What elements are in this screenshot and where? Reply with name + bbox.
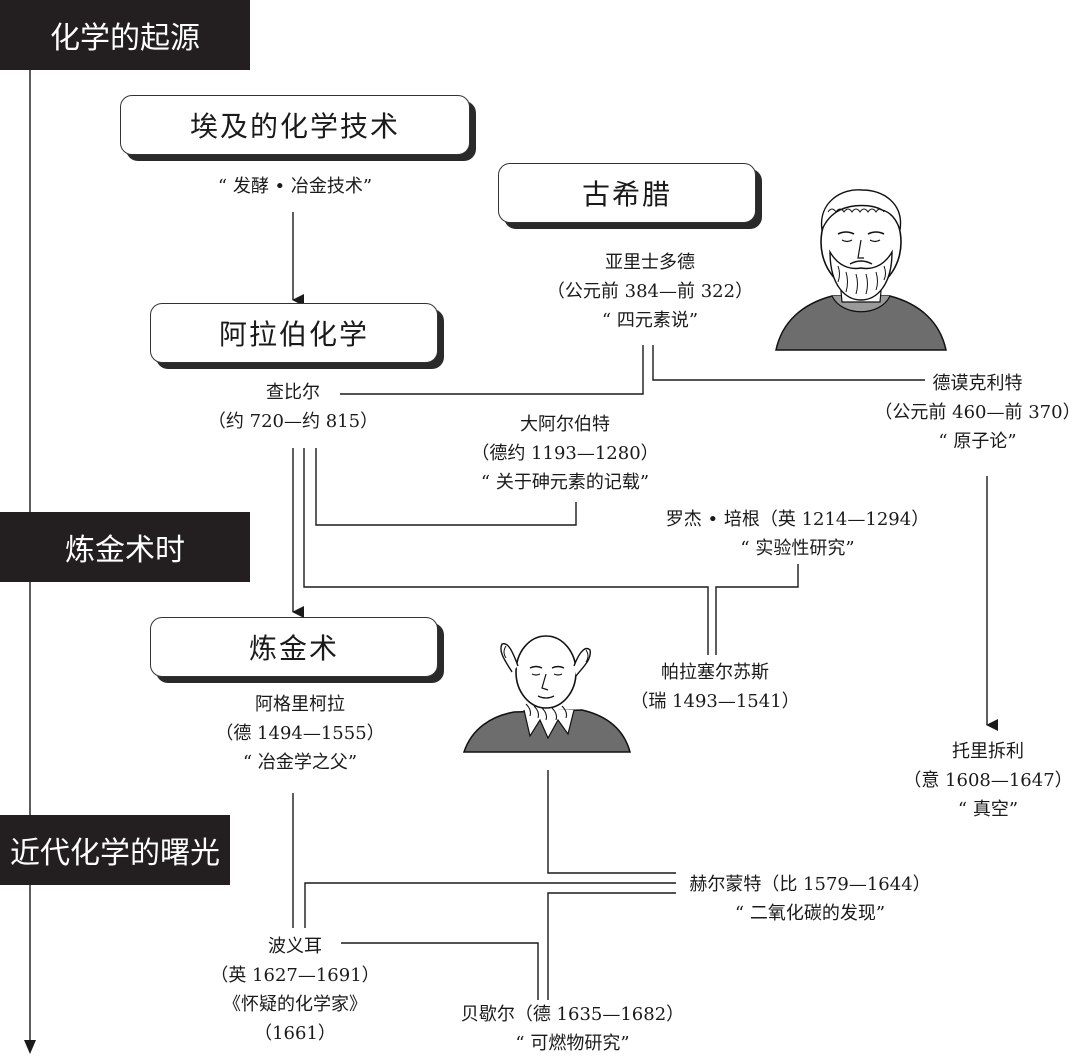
bacon-link-line	[715, 564, 799, 655]
paracelsus-portrait-icon	[462, 635, 631, 753]
node-boyle: 波义耳 （英 1627—1691） 《怀疑的化学家》 （1661）	[195, 932, 395, 1048]
democritus-work: “ 原子论”	[938, 431, 1017, 452]
node-jabir: 查比尔 （约 720—约 815）	[196, 378, 390, 436]
albertus-dates: （德约 1193—1280）	[471, 443, 659, 464]
boyle-work: 《怀疑的化学家》	[223, 994, 367, 1015]
box-arab: 阿拉伯化学	[150, 303, 438, 363]
node-aristotle: 亚里士多德 （公元前 384—前 322） “ 四元素说”	[520, 248, 780, 335]
bacon-work: “ 实验性研究”	[740, 538, 855, 559]
jabir-dates: （约 720—约 815）	[207, 411, 379, 432]
aristotle-name: 亚里士多德	[605, 252, 695, 273]
albertus-work: “ 关于砷元素的记载”	[480, 472, 650, 493]
boyle-year: （1661）	[254, 1023, 336, 1044]
boyle-name: 波义耳	[268, 936, 322, 957]
node-torricelli: 托里拆利 （意 1608—1647） “ 真空”	[888, 737, 1088, 824]
agricola-dates: （德 1494—1555）	[215, 723, 385, 744]
agricola-work: “ 冶金学之父”	[242, 752, 358, 773]
helmont-name: 赫尔蒙特（比 1579—1644）	[689, 874, 931, 895]
albertus-bracket-line	[315, 448, 577, 526]
paracelsus-link-line	[303, 448, 709, 655]
torricelli-name: 托里拆利	[952, 741, 1024, 762]
paracelsus-to-helmont-line	[547, 770, 676, 874]
jabir-name: 查比尔	[266, 382, 320, 403]
helmont-to-boyle-line	[304, 882, 676, 928]
albertus-name: 大阿尔伯特	[520, 414, 610, 435]
helmont-to-becher-line	[547, 892, 676, 1000]
box-greece: 古希腊	[498, 163, 756, 223]
boyle-dates: （英 1627—1691）	[210, 965, 380, 986]
era-origin: 化学的起源	[0, 0, 250, 70]
node-becher: 贝歇尔（德 1635—1682） “ 可燃物研究”	[440, 1000, 705, 1058]
aristotle-dates: （公元前 384—前 322）	[546, 281, 754, 302]
box-egypt: 埃及的化学技术	[120, 95, 470, 155]
torricelli-work: “ 真空”	[957, 799, 1019, 820]
democritus-dates: （公元前 460—前 370）	[874, 402, 1081, 423]
aristotle-to-jabir-line	[340, 345, 644, 395]
bacon-name: 罗杰 • 培根（英 1214—1294）	[665, 509, 930, 530]
node-agricola: 阿格里柯拉 （德 1494—1555） “ 冶金学之父”	[200, 690, 400, 777]
node-paracelsus: 帕拉塞尔苏斯 （瑞 1493—1541）	[625, 658, 805, 716]
torricelli-dates: （意 1608—1647）	[903, 770, 1073, 791]
aristotle-portrait-icon	[775, 189, 947, 351]
box-alchemy: 炼金术	[150, 617, 438, 677]
becher-work: “ 可燃物研究”	[515, 1033, 630, 1054]
agricola-name: 阿格里柯拉	[255, 694, 345, 715]
paracelsus-dates: （瑞 1493—1541）	[630, 691, 800, 712]
node-bacon: 罗杰 • 培根（英 1214—1294） “ 实验性研究”	[650, 505, 945, 563]
aristotle-to-democritus-line	[652, 345, 925, 381]
era-alchemy-age: 炼金术时	[0, 512, 250, 582]
timeline-arrow-icon	[24, 1040, 36, 1054]
democritus-name: 德谟克利特	[932, 373, 1023, 394]
helmont-work: “ 二氧化碳的发现”	[734, 903, 886, 924]
node-democritus: 德谟克利特 （公元前 460—前 370） “ 原子论”	[870, 369, 1085, 456]
paracelsus-name: 帕拉塞尔苏斯	[661, 662, 769, 683]
egypt-tech-label: “ 发酵 • 冶金技术”	[217, 176, 373, 197]
becher-name: 贝歇尔（德 1635—1682）	[460, 1004, 685, 1025]
boyle-to-becher-line	[341, 942, 539, 1000]
era-modern-dawn: 近代化学的曙光	[0, 815, 230, 885]
node-helmont: 赫尔蒙特（比 1579—1644） “ 二氧化碳的发现”	[670, 870, 950, 928]
node-albertus: 大阿尔伯特 （德约 1193—1280） “ 关于砷元素的记载”	[440, 410, 690, 497]
aristotle-work: “ 四元素说”	[601, 310, 699, 331]
node-egypt-tech: “ 发酵 • 冶金技术”	[190, 172, 400, 201]
